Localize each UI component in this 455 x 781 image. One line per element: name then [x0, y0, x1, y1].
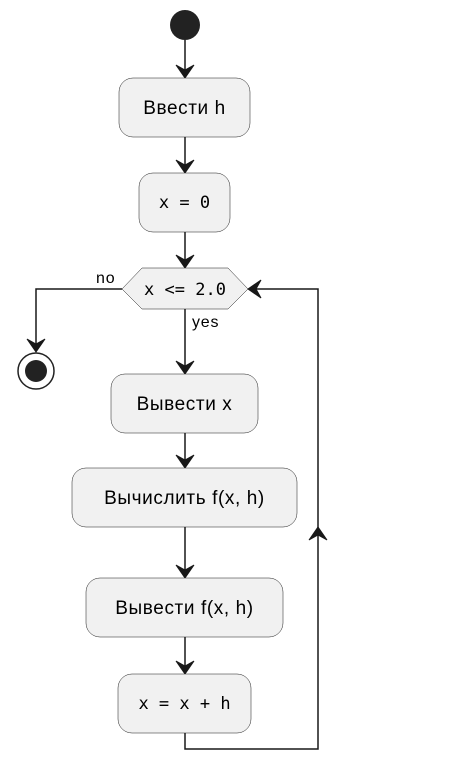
action-output-x-label: Вывести x: [137, 394, 233, 415]
action-x-init-label: x = 0: [159, 193, 210, 213]
edge-condition-no: [35, 288, 122, 348]
branch-yes-label: yes: [192, 314, 219, 331]
decision-condition-label: x <= 2.0: [144, 280, 226, 300]
loop-left-arrow-icon: [247, 279, 262, 299]
stop-node-inner: [25, 360, 47, 382]
arrow-head-icon: [175, 254, 195, 269]
edge-loop-back: [184, 288, 319, 750]
action-output-f-label: Вывести f(x, h): [115, 598, 253, 619]
loop-up-arrow-icon: [308, 526, 328, 541]
arrow-head-icon: [175, 159, 195, 174]
arrow-head-icon: [175, 660, 195, 675]
action-increment-label: x = x + h: [138, 694, 230, 714]
action-compute-label: Вычислить f(x, h): [104, 488, 265, 509]
arrow-head-icon: [175, 454, 195, 469]
branch-no-label: no: [96, 270, 115, 287]
start-node: [170, 10, 200, 40]
action-input-h-label: Ввести h: [143, 98, 226, 119]
arrow-head-icon: [175, 564, 195, 579]
arrow-head-icon: [26, 338, 46, 353]
arrow-head-icon: [175, 64, 195, 79]
arrow-head-icon: [175, 360, 195, 375]
